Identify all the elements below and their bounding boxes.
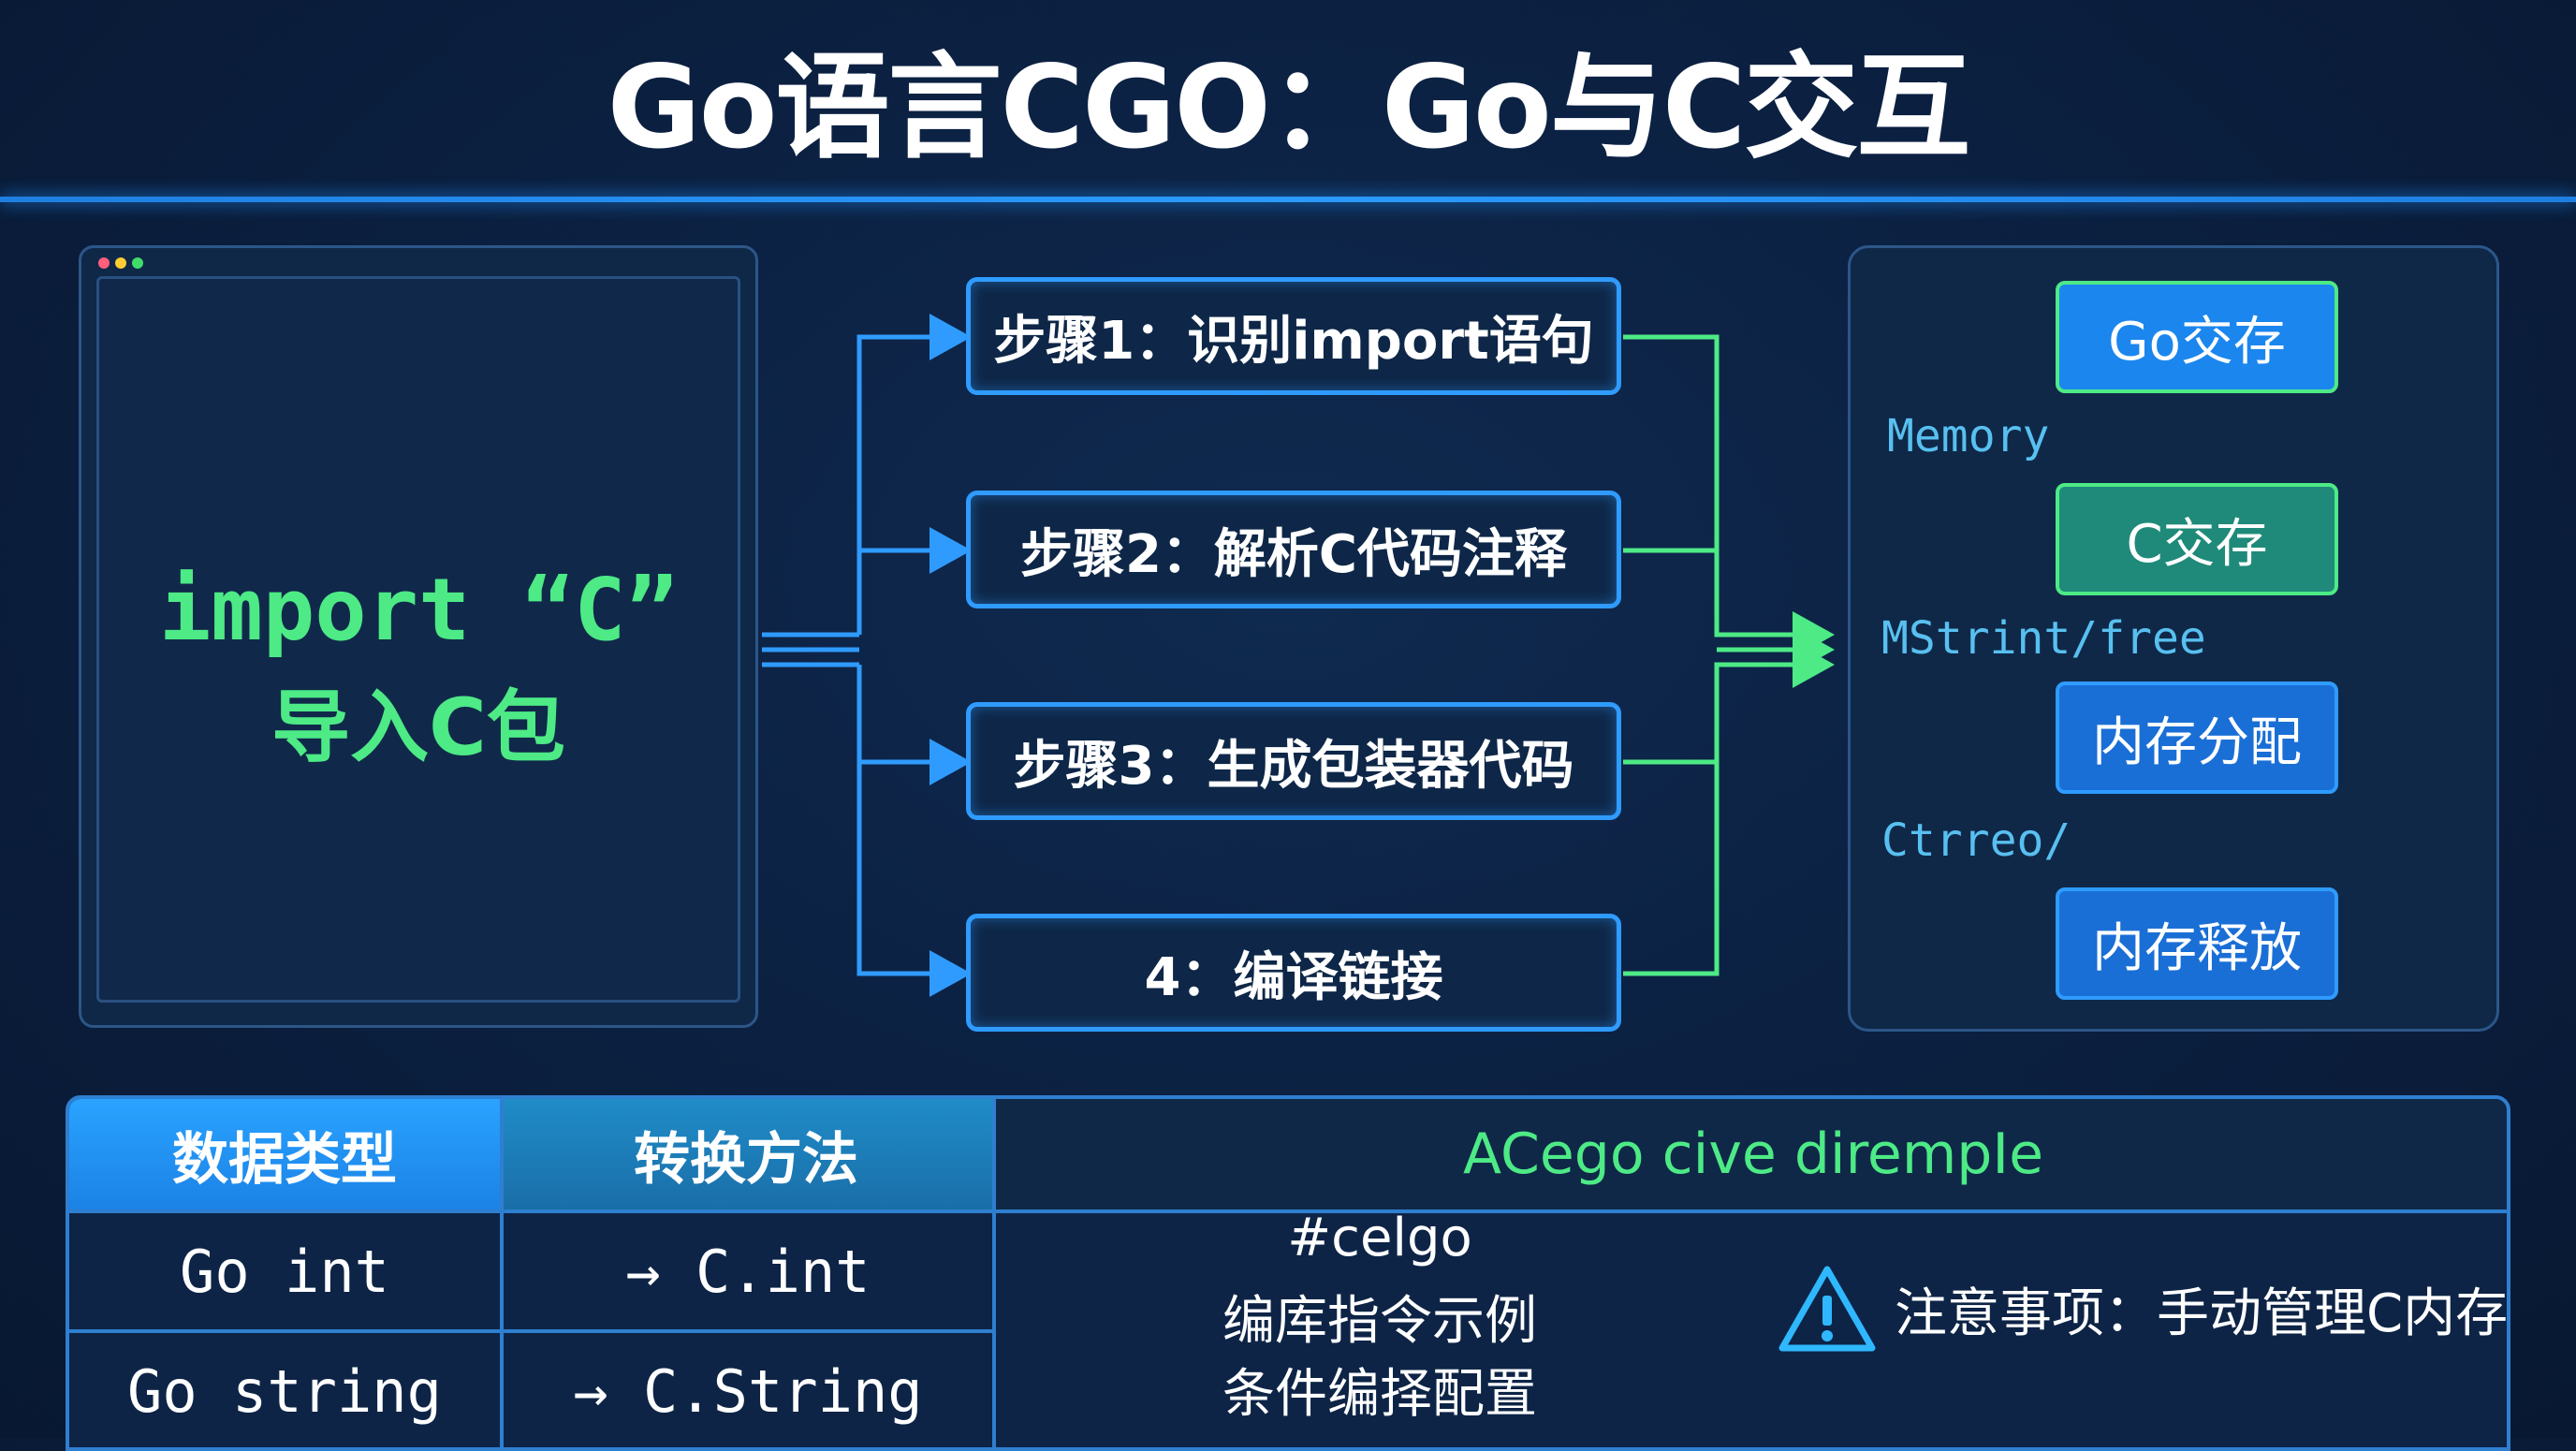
warning-icon xyxy=(1778,1266,1876,1352)
cgo-directive: #celgo xyxy=(1287,1208,1472,1268)
window-minimize-dot xyxy=(115,257,126,269)
header-conversion-method: 转换方法 xyxy=(634,1126,858,1193)
table-cell: Go int xyxy=(180,1237,389,1306)
memory-free-box: 内存释放 xyxy=(2056,887,2338,1000)
title-divider xyxy=(0,197,2576,202)
table-col-divider xyxy=(500,1099,504,1447)
go-memory-box: Go交存 xyxy=(2056,281,2338,393)
table-row-divider xyxy=(69,1209,2507,1213)
conversion-table: 数据类型 转换方法 ACego cive dirempIe Go int → C… xyxy=(66,1095,2510,1451)
table-col-divider xyxy=(992,1099,996,1447)
header-cell-method-bg xyxy=(500,1099,992,1209)
code-window: import “C” 导入C包 xyxy=(79,245,758,1028)
cgo-directive-example: 编库指令示例 xyxy=(1222,1291,1537,1352)
page-title: Go语言CGO：Go与C交互 xyxy=(607,41,1971,174)
table-cell: → C.int xyxy=(625,1237,871,1306)
memory-label: Memory xyxy=(1887,410,2050,462)
c-memory-box: C交存 xyxy=(2056,483,2338,595)
code-import-line: import “C” xyxy=(159,560,678,660)
memory-allocate-box: 内存分配 xyxy=(2056,682,2338,794)
table-cell: → C.String xyxy=(573,1356,923,1426)
header-example: ACego cive dirempIe xyxy=(1463,1121,2043,1187)
header-cell-type-bg xyxy=(69,1099,500,1209)
cgo-build-config: 条件编择配置 xyxy=(1222,1364,1537,1425)
table-row-divider xyxy=(69,1329,992,1333)
window-close-dot xyxy=(98,257,110,269)
header-cell-example-bg xyxy=(992,1099,2507,1209)
step-3-box: 步骤3：生成包装器代码 xyxy=(966,702,1621,820)
step-2-box: 步骤2：解析C代码注释 xyxy=(966,491,1621,608)
header-data-type: 数据类型 xyxy=(172,1126,397,1193)
malloc-free-label: MStrint/free xyxy=(1881,612,2206,665)
window-maximize-dot xyxy=(132,257,143,269)
ctrreo-label: Ctrreo/ xyxy=(1881,814,2071,867)
step-1-box: 步骤1：识别import语句 xyxy=(966,277,1621,395)
table-cell: Go string xyxy=(127,1356,442,1426)
code-editor-area: import “C” 导入C包 xyxy=(96,276,740,1003)
warning-note: 注意事项：手动管理C内存 xyxy=(1895,1283,2509,1344)
code-import-caption: 导入C包 xyxy=(271,682,565,773)
step-4-box: 4：编译链接 xyxy=(966,914,1621,1032)
